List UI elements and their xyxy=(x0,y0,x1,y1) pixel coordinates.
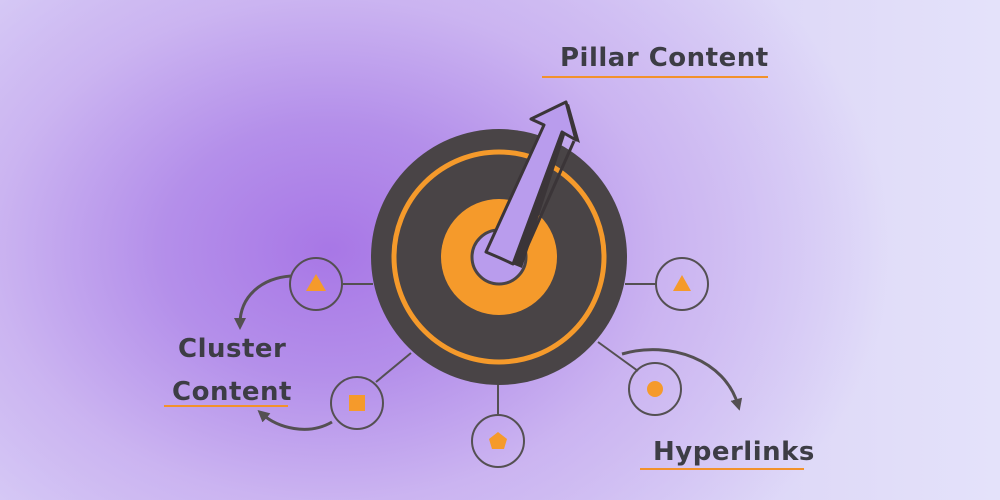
cluster-node-bottom xyxy=(471,414,525,468)
cluster-node-left xyxy=(289,257,343,311)
curved-arrow-to-hyperlinks xyxy=(621,348,743,411)
curved-arrow-to-cluster-bottom xyxy=(257,410,333,431)
hyperlinks-underline xyxy=(640,468,804,470)
triangle-icon xyxy=(306,274,326,291)
cluster-node-bottom-left xyxy=(330,376,384,430)
connector-bottom-right xyxy=(597,341,639,372)
hub-connectors xyxy=(343,283,656,415)
hyperlinks-label: Hyperlinks xyxy=(653,437,815,467)
pentagon-icon xyxy=(489,432,507,449)
cluster-node-bottom-right xyxy=(628,362,682,416)
curved-arrow-to-cluster-top xyxy=(234,274,292,330)
pillar-content-label: Pillar Content xyxy=(560,43,769,73)
triangle-icon xyxy=(673,275,691,291)
pillar-content-underline xyxy=(542,76,768,78)
cluster-node-right xyxy=(655,257,709,311)
connector-bottom-left xyxy=(375,352,412,383)
cluster-content-underline xyxy=(164,405,288,407)
cluster-content-label-line1: Cluster xyxy=(178,334,287,364)
cluster-content-label-line2: Content xyxy=(172,377,292,407)
square-icon xyxy=(349,395,365,411)
target-orange-ring xyxy=(391,149,607,365)
circle-icon xyxy=(647,381,663,397)
pillar-arrow-icon xyxy=(484,100,580,268)
